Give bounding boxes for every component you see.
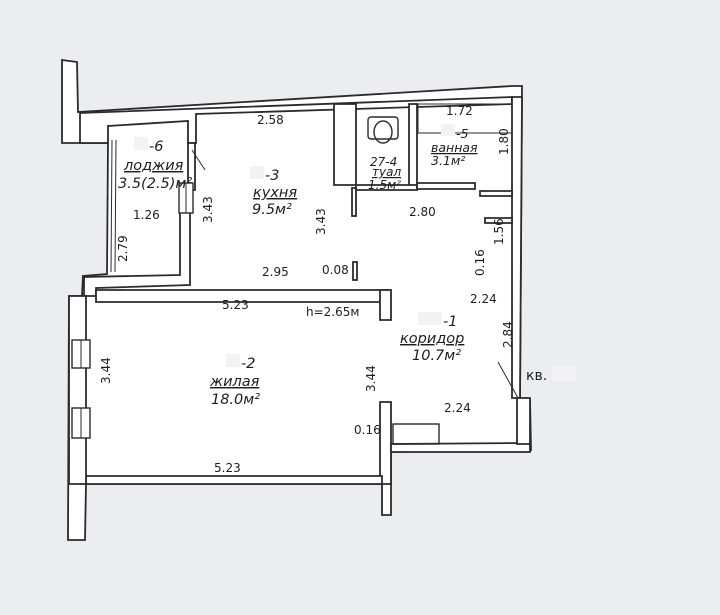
dim-living-top: 5.23	[222, 298, 249, 312]
room-code: -2	[241, 356, 255, 372]
room-name: жилая	[209, 374, 260, 390]
dim-corridor-top: 2.80	[409, 205, 436, 219]
small-partition	[352, 261, 358, 281]
dim-wall-thickness-1: 0.16	[473, 249, 487, 276]
dim-corridor-side: 1.56	[492, 218, 506, 245]
bath-bottom-wall	[416, 182, 476, 190]
room-area: 3.1м²	[431, 153, 465, 168]
entry-step	[392, 423, 440, 445]
bottom-wall	[85, 475, 383, 485]
dimension-labels: 2.58 1.72 1.80 3.43 3.43 2.80 1.56 0.16 …	[99, 104, 515, 475]
corridor-stub-wall	[484, 217, 513, 224]
room-area: 1.5м²	[368, 178, 401, 192]
window-kitchen	[178, 182, 194, 214]
ceiling-height-note: h=2.65м	[306, 305, 359, 319]
dim-corridor-width: 2.24	[470, 292, 497, 306]
dim-kitchen-bottom: 2.95	[262, 265, 289, 279]
room-code: -6	[149, 139, 163, 155]
room-name: туал	[372, 165, 401, 179]
dim-corridor-bottom: 2.24	[444, 401, 471, 415]
dim-top-kitchen: 2.58	[257, 113, 284, 127]
dim-living-left: 3.44	[99, 357, 113, 384]
loggia-glazing	[106, 139, 117, 275]
toilet-right-wall	[408, 103, 418, 189]
room-loggia: -6 лоджия 3.5(2.5)м²	[118, 137, 192, 192]
dim-wall-thickness-2: 0.16	[354, 423, 381, 437]
room-name: коридор	[400, 331, 464, 347]
loggia-door-swing	[191, 149, 206, 171]
room-code: -1	[443, 314, 457, 330]
corridor-bottom-wall	[390, 442, 531, 453]
living-left-wall	[68, 295, 87, 485]
room-corridor: -1 коридор 10.7м²	[400, 312, 464, 364]
dim-loggia-length: 2.79	[116, 235, 130, 262]
room-name: лоджия	[123, 158, 184, 174]
dim-kitchen-left: 3.43	[201, 196, 215, 223]
window-living-1	[71, 339, 91, 369]
window-living-2	[71, 407, 91, 439]
room-code: -3	[265, 168, 279, 184]
dim-bath-height: 1.80	[497, 128, 511, 155]
room-bathroom: -5 ванная 3.1м²	[431, 124, 478, 168]
dim-kitchen-right: 3.43	[314, 208, 328, 235]
right-wall	[511, 96, 523, 399]
living-corridor-wall	[379, 289, 392, 321]
entry-door-swing	[497, 361, 519, 399]
room-name: кухня	[253, 185, 297, 201]
living-corridor-wall-lower	[379, 401, 392, 485]
shaft-wall	[333, 103, 357, 186]
apartment-label-text: кв.	[526, 368, 547, 384]
room-toilet: 27-4 туал 1.5м²	[368, 155, 401, 192]
dim-corridor-height: 2.84	[501, 321, 515, 348]
room-kitchen: -3 кухня 9.5м²	[250, 166, 297, 218]
room-living: -2 жилая 18.0м²	[209, 354, 260, 408]
apartment-label: кв.	[526, 366, 576, 384]
bath-right-wall	[479, 190, 513, 197]
dim-loggia-width: 1.26	[133, 208, 160, 222]
bathtub-icon	[417, 103, 513, 134]
room-code: -5	[456, 126, 469, 141]
entry-wall	[516, 397, 531, 445]
dim-top-bath: 1.72	[446, 104, 473, 118]
room-name: ванная	[431, 140, 478, 155]
dim-partition: 0.08	[322, 263, 349, 277]
room-area: 3.5(2.5)м²	[118, 176, 192, 192]
kitchen-partition	[351, 187, 357, 217]
dim-living-bottom: 5.23	[214, 461, 241, 475]
toilet-fixture-icon	[367, 116, 399, 144]
room-area: 18.0м²	[211, 392, 260, 408]
dim-living-right: 3.44	[364, 365, 378, 392]
room-area: 9.5м²	[252, 202, 292, 218]
room-area: 10.7м²	[412, 348, 461, 364]
room-code: 27-4	[370, 155, 397, 169]
